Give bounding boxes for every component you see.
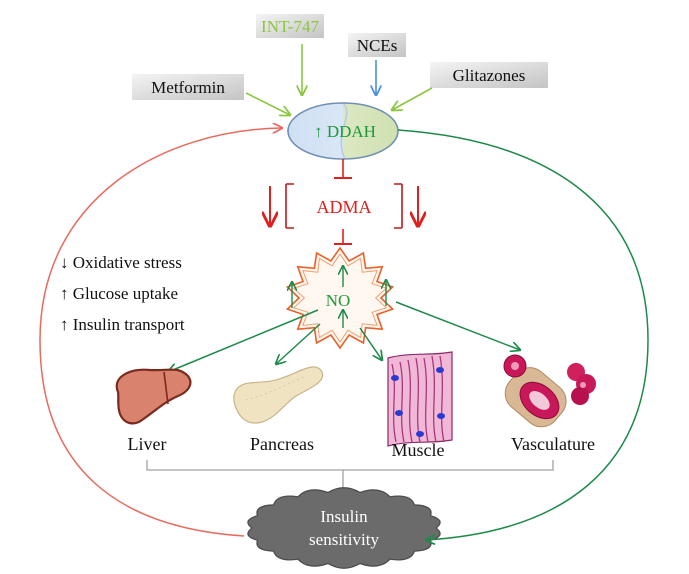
glitazones-arrow — [392, 87, 433, 110]
muscle-icon — [387, 351, 453, 447]
outcome-line2: sensitivity — [309, 530, 379, 549]
metformin-label-box: Metformin — [132, 74, 244, 100]
glitazones-label: Glitazones — [453, 66, 526, 85]
pancreas-icon — [233, 366, 324, 424]
int747-label-box: INT-747 — [256, 14, 324, 38]
effect-oxidative-stress: ↓ Oxidative stress — [60, 253, 182, 272]
metformin-arrow — [245, 92, 290, 115]
glitazones-label-box: Glitazones — [430, 62, 548, 88]
adma-box: ADMA — [270, 183, 418, 229]
nces-label-box: NCEs — [348, 33, 406, 57]
effect-glucose-uptake: ↑ Glucose uptake — [60, 284, 178, 303]
vasculature-icon — [503, 354, 596, 428]
ddah-enzyme: ↑ DDAH — [287, 102, 399, 160]
outcome-line1: Insulin — [320, 507, 368, 526]
no-to-muscle-arrow — [359, 327, 382, 360]
feedback-arrow-right — [397, 129, 649, 540]
liver-label: Liver — [128, 434, 167, 454]
nces-label: NCEs — [357, 36, 398, 55]
muscle-label: Muscle — [392, 440, 445, 460]
pancreas-label: Pancreas — [250, 434, 314, 454]
ddah-label: ↑ DDAH — [314, 122, 376, 141]
no-to-liver-arrow — [168, 309, 319, 372]
no-mediator: NO — [285, 246, 395, 350]
vasculature-label: Vasculature — [511, 434, 595, 454]
feedback-arrow-left — [39, 128, 282, 537]
adma-label: ADMA — [316, 197, 371, 217]
effect-insulin-transport: ↑ Insulin transport — [60, 315, 185, 334]
liver-icon — [115, 368, 192, 425]
no-to-vasculature-arrow — [395, 301, 520, 350]
no-to-pancreas-arrow — [276, 323, 321, 364]
insulin-sensitivity-cloud: Insulin sensitivity — [247, 487, 441, 569]
organs-bracket — [146, 460, 554, 471]
metformin-label: Metformin — [151, 78, 225, 97]
no-label: NO — [326, 291, 351, 310]
int747-label: INT-747 — [261, 17, 319, 36]
no-starburst-shape — [285, 246, 395, 350]
